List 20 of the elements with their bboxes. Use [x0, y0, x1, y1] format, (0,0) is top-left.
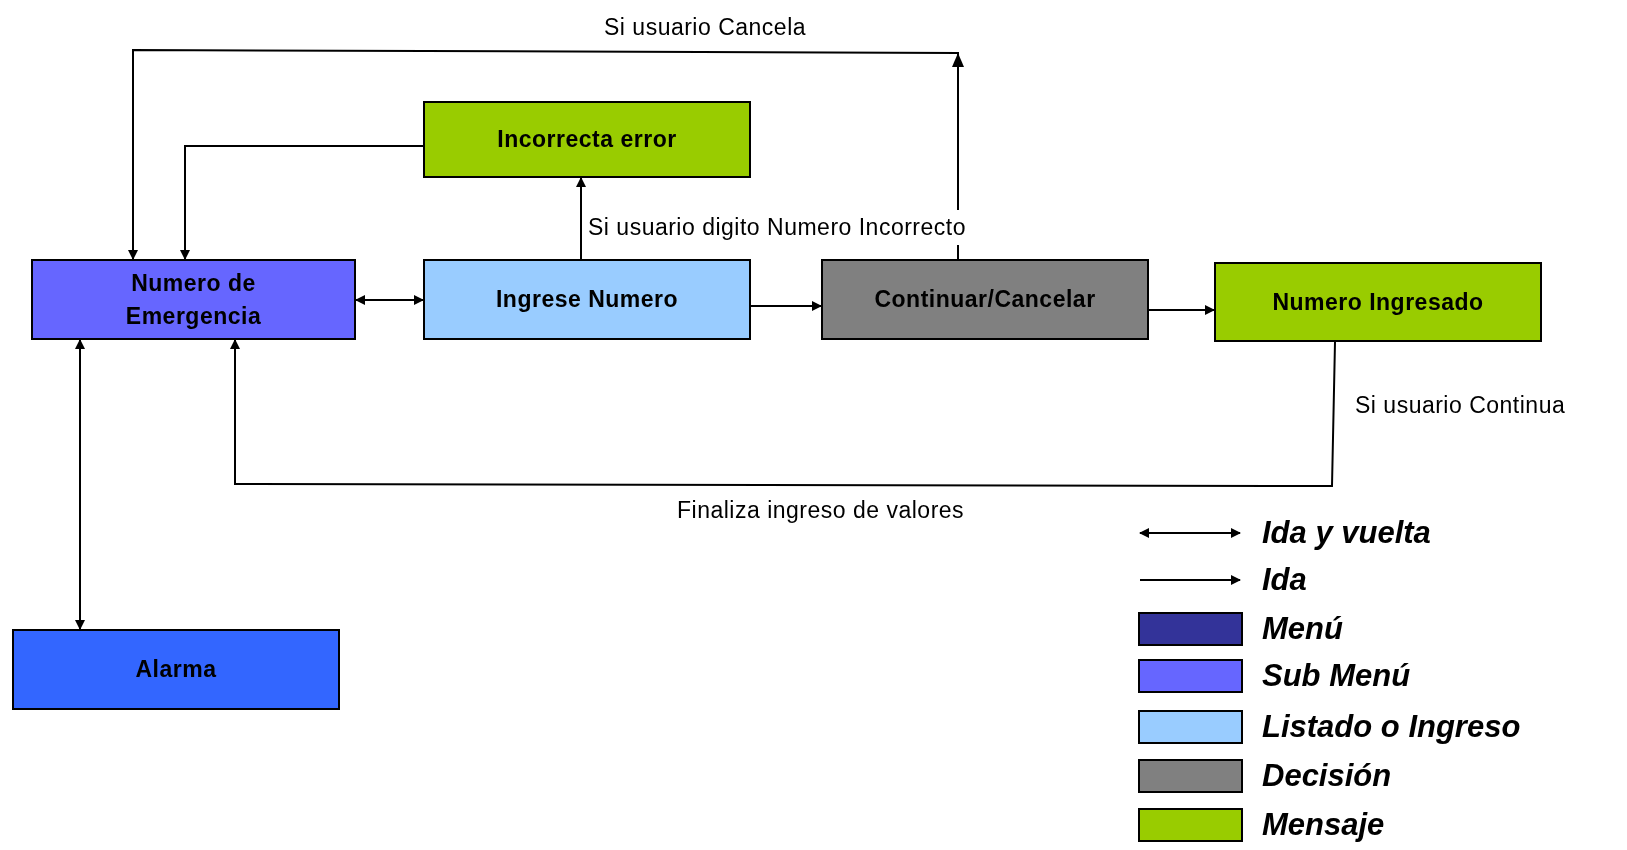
- process-box: [423, 101, 751, 178]
- condition-label: Si usuario Continua: [1355, 391, 1566, 420]
- legend-label: Mensaje: [1262, 807, 1385, 843]
- box-label: Ingrese Numero: [495, 285, 679, 314]
- box-label: Continuar/Cancelar: [874, 285, 1096, 314]
- process-box: [12, 629, 340, 710]
- process-box: [423, 259, 751, 340]
- box-label: Alarma: [135, 655, 217, 684]
- legend-label: Ida: [1262, 562, 1307, 598]
- legend-label: Ida y vuelta: [1262, 515, 1431, 551]
- box-label: Numero Ingresado: [1272, 287, 1484, 317]
- legend-label: Menú: [1262, 611, 1343, 647]
- process-box: [31, 259, 356, 340]
- process-box: [1214, 262, 1542, 342]
- legend-label: Decisión: [1262, 758, 1392, 794]
- process-box: [821, 259, 1149, 340]
- box-label: Incorrecta error: [497, 125, 677, 154]
- legend-label: Listado o Ingreso: [1262, 709, 1521, 745]
- box-label: Numero de Emergencia: [124, 268, 263, 331]
- legend-label: Sub Menú: [1262, 658, 1411, 694]
